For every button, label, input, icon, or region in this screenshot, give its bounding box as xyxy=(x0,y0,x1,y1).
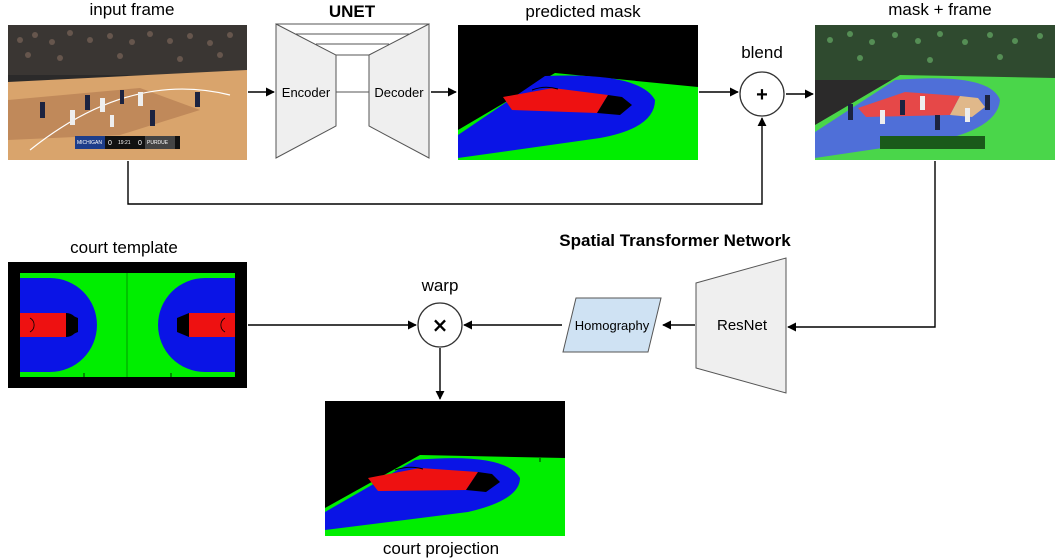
homography-block: Homography xyxy=(562,297,662,353)
encoder-label: Encoder xyxy=(282,85,331,100)
mask-frame-label: mask + frame xyxy=(888,0,991,19)
input-frame-label: input frame xyxy=(89,0,174,19)
scoreboard-clock: 19:21 xyxy=(118,140,131,146)
mask-frame-image xyxy=(815,25,1055,160)
resnet-block: ResNet xyxy=(695,257,787,394)
blend-operator: + xyxy=(739,71,785,117)
court-projection-label: court projection xyxy=(383,539,499,558)
unet-title: UNET xyxy=(329,2,376,21)
arrow-input-to-blend xyxy=(127,117,767,205)
blend-label: blend xyxy=(741,43,783,62)
predicted-mask-label: predicted mask xyxy=(525,2,641,21)
scoreboard-team-left: MICHIGAN xyxy=(77,140,102,146)
homography-label: Homography xyxy=(575,318,650,333)
court-template-label: court template xyxy=(70,238,178,257)
arrow-mask-frame-to-resnet xyxy=(787,161,936,332)
scoreboard-score-right: 0 xyxy=(138,140,142,147)
resnet-label: ResNet xyxy=(717,317,768,334)
court-projection-image xyxy=(325,401,565,536)
warp-times-icon: × xyxy=(432,313,449,337)
blend-plus-icon: + xyxy=(756,84,768,106)
unet-block: Encoder Decoder xyxy=(275,23,430,159)
scoreboard-team-right: PURDUE xyxy=(147,140,169,146)
scoreboard-score-left: 0 xyxy=(108,140,112,147)
input-frame-scoreboard: MICHIGAN 0 19:21 0 PURDUE xyxy=(77,140,169,147)
input-frame-image xyxy=(8,25,247,160)
encoder-block xyxy=(275,23,337,159)
warp-operator: × xyxy=(417,302,463,348)
decoder-label: Decoder xyxy=(374,85,424,100)
stn-title: Spatial Transformer Network xyxy=(559,231,791,250)
warp-label: warp xyxy=(421,276,459,295)
predicted-mask-image xyxy=(458,25,698,160)
court-template-image xyxy=(8,262,247,388)
